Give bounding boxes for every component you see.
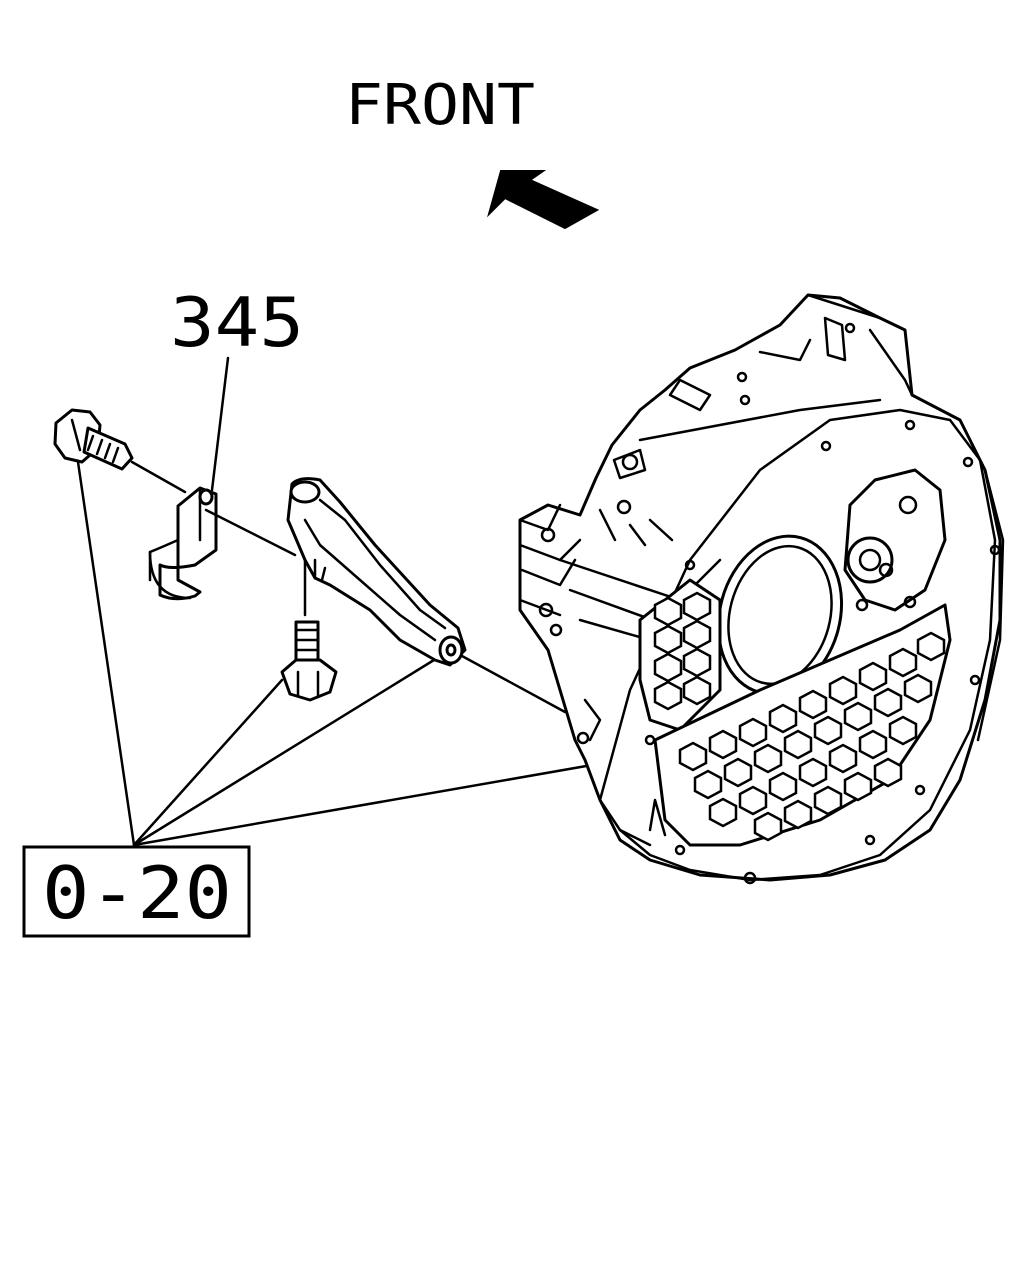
arm-to-housing-line: [460, 654, 567, 714]
part-number-label: 345: [170, 284, 304, 363]
part-number-leader: [210, 356, 230, 492]
flange-bolt: [53, 408, 134, 471]
lower-grille: [653, 603, 952, 847]
front-label: FRONT: [345, 73, 535, 138]
reference-box: [22, 845, 251, 938]
reference-leaders: [76, 460, 594, 847]
clip-bracket: [148, 486, 218, 601]
reference-code: 0-20: [42, 851, 232, 935]
bolt-leader: [130, 460, 187, 494]
front-arrow-icon: [487, 170, 600, 230]
arm-bracket: [286, 477, 467, 667]
clip-to-bracket-line: [204, 508, 297, 557]
flywheel-housing: [518, 293, 1005, 885]
vertical-bolt: [280, 558, 338, 702]
upper-grille: [638, 578, 722, 732]
